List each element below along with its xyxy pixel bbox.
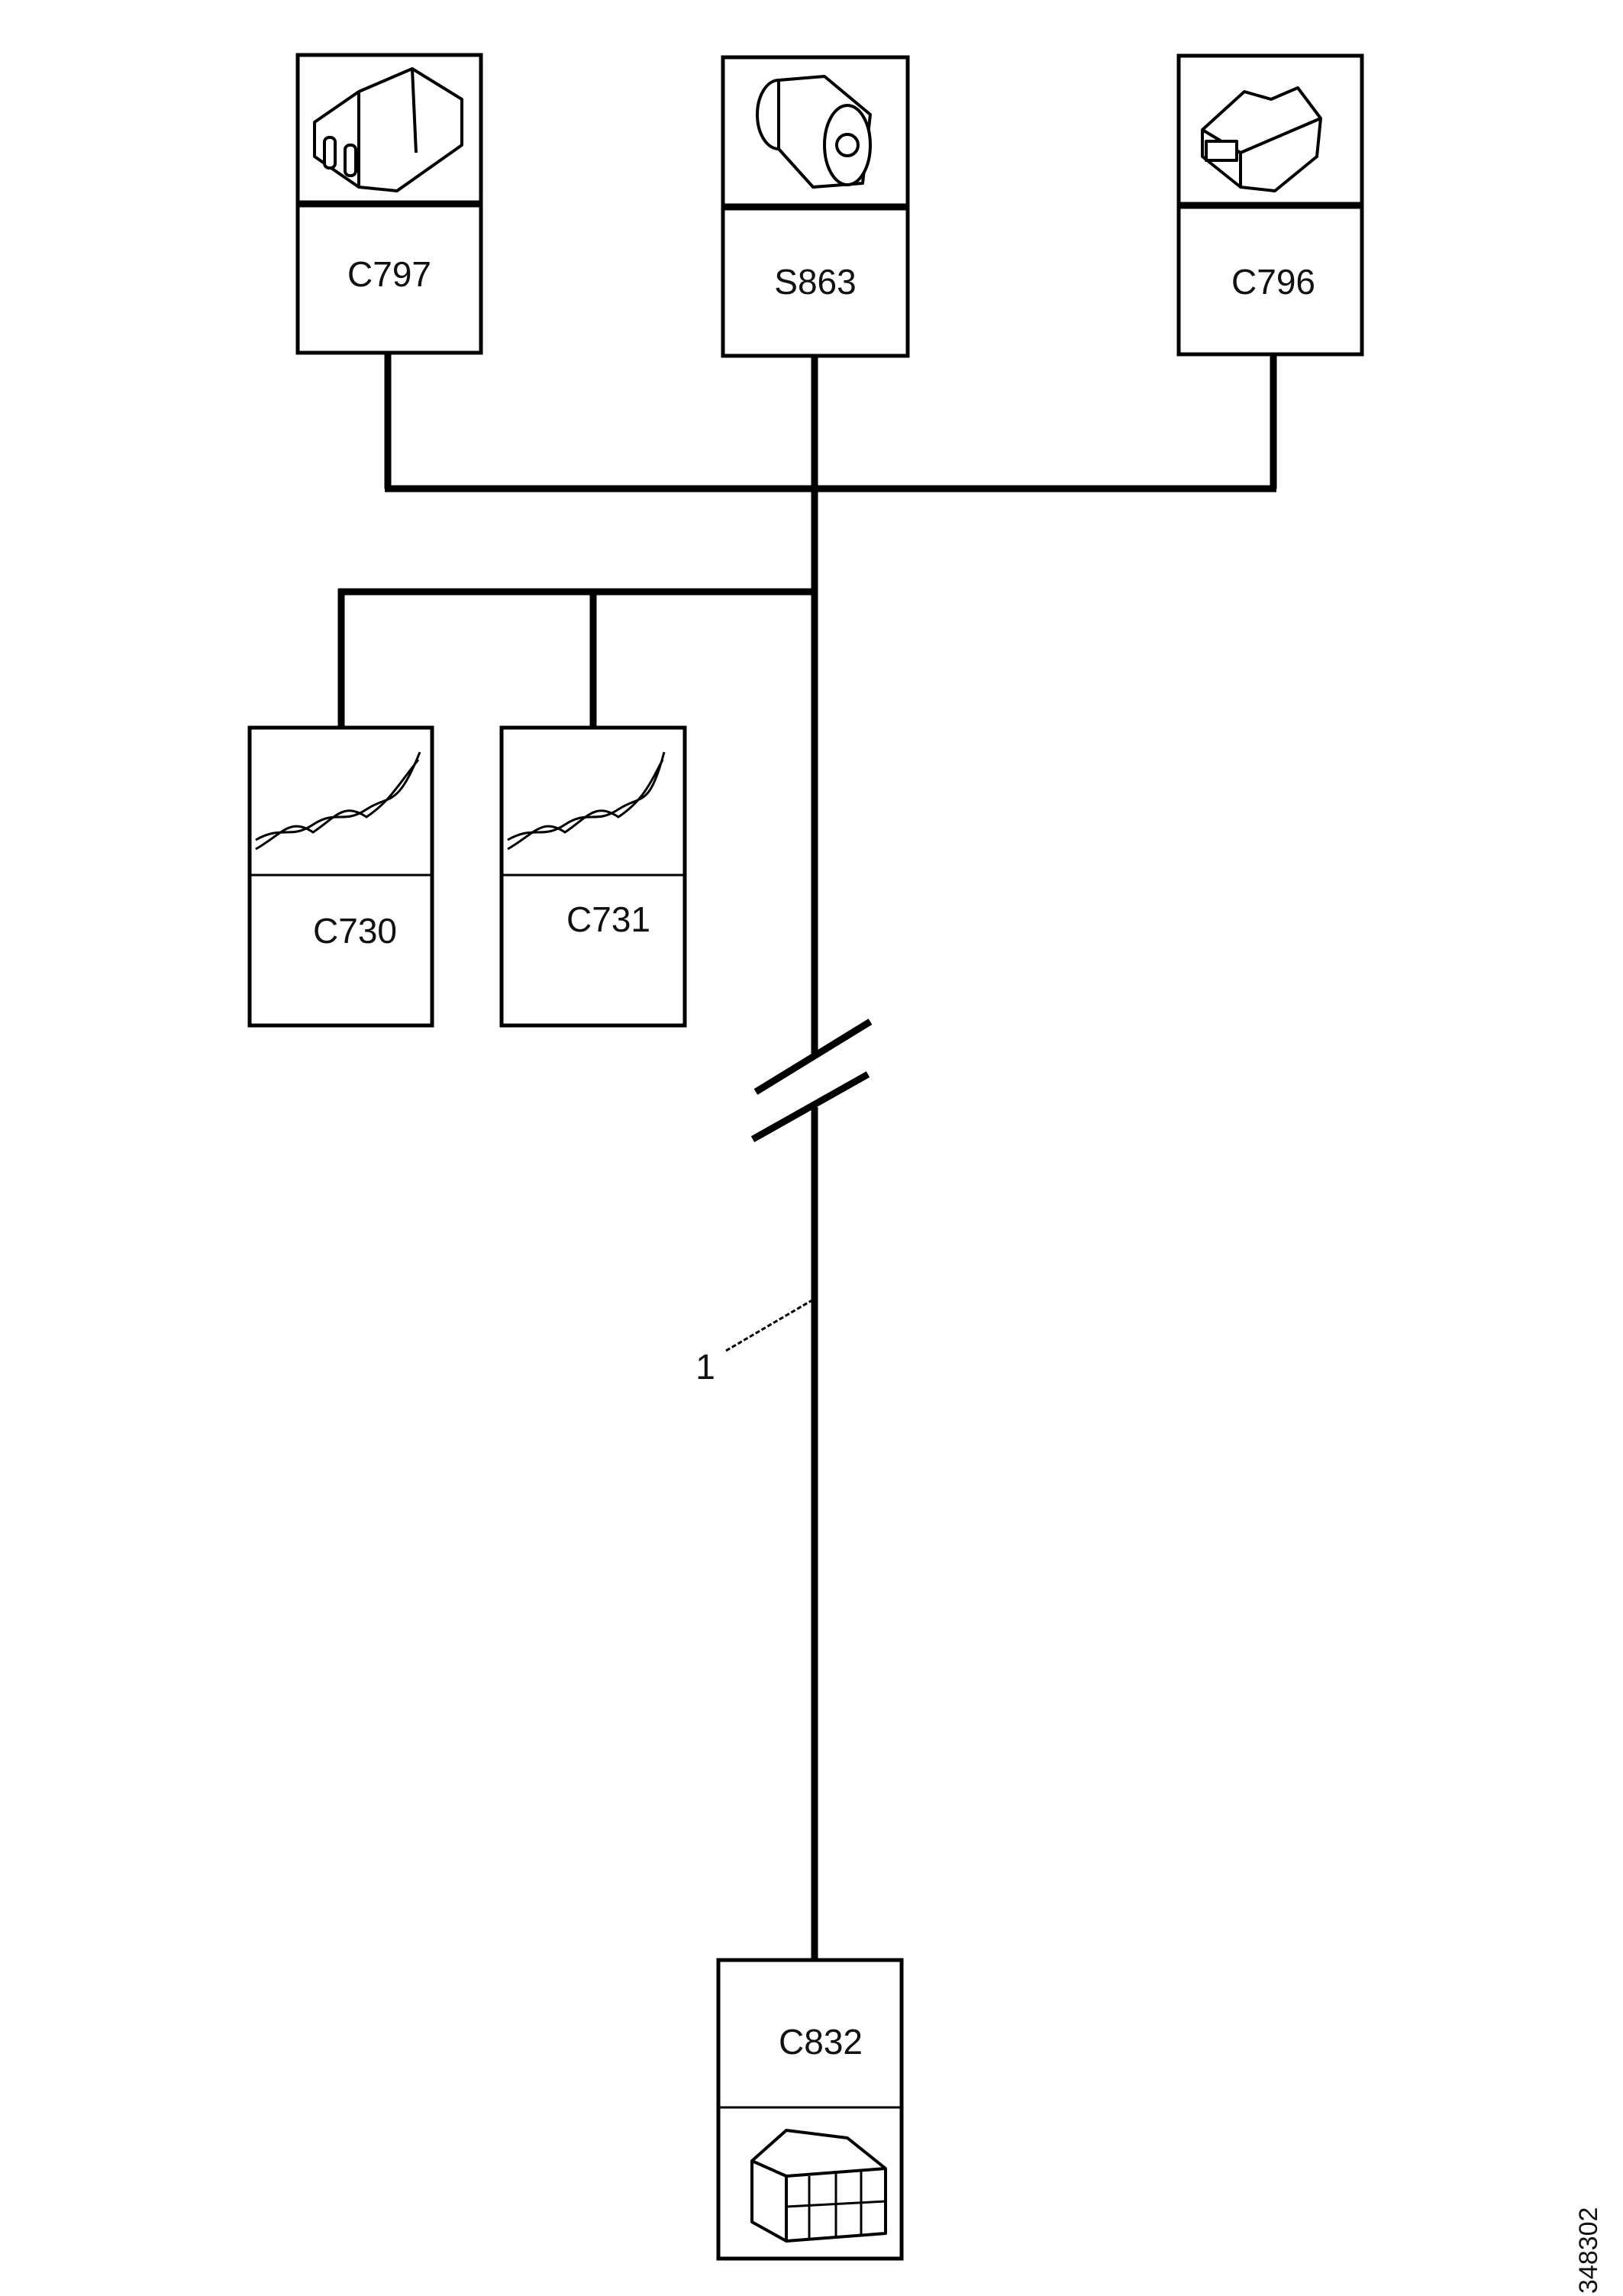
connector-c796[interactable]: C796 — [1176, 53, 1364, 357]
connector-label: S863 — [774, 262, 856, 302]
connector-label: C832 — [779, 2022, 863, 2062]
connector-c797[interactable]: C797 — [295, 53, 483, 355]
callout-1: 1 — [695, 1297, 815, 1387]
multi-pin-connector-icon — [750, 2129, 887, 2243]
connector-label: C730 — [313, 911, 397, 951]
callout-number: 1 — [695, 1347, 715, 1387]
connector-c731[interactable]: C731 — [499, 725, 687, 1028]
break-mark — [750, 1019, 873, 1142]
twisted-pair-icon — [507, 751, 666, 851]
connector-c730[interactable]: C730 — [247, 725, 434, 1028]
connector-label: C797 — [347, 254, 431, 294]
wires — [337, 353, 1277, 1960]
figure-id: 348302 — [1574, 2207, 1603, 2294]
twisted-pair-icon — [255, 751, 421, 851]
connector-s863[interactable]: S863 — [721, 55, 910, 358]
connector-3pin-icon — [1201, 86, 1322, 192]
connector-2pin-icon — [313, 67, 463, 192]
connector-label: C731 — [566, 899, 650, 939]
round-connector-icon — [756, 75, 872, 189]
connector-label: C796 — [1231, 262, 1315, 302]
connector-c832[interactable]: C832 — [716, 1958, 904, 2261]
